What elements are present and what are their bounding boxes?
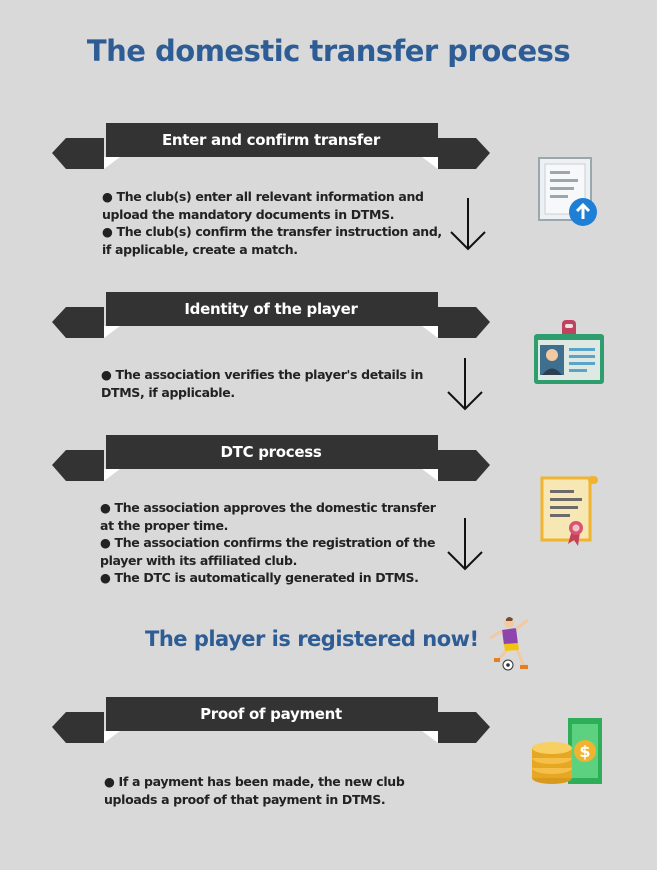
ribbon-shape [52, 435, 490, 481]
down-arrow-icon [447, 518, 483, 571]
bullet-item: ● If a payment has been made, the new cl… [104, 774, 405, 807]
bullet-item: ● The DTC is automatically generated in … [100, 570, 419, 585]
step-banner-enter-confirm: Enter and confirm transfer [52, 123, 490, 171]
step-banner-payment: Proof of payment [52, 697, 490, 745]
step-label: Identity of the player [184, 300, 358, 318]
ribbon-shape [52, 697, 490, 743]
id-badge-icon [534, 320, 604, 384]
down-arrow-icon [450, 198, 486, 251]
ribbon-shape [52, 292, 490, 338]
svg-text:$: $ [579, 742, 590, 761]
step-label: DTC process [220, 443, 322, 461]
certificate-icon [540, 476, 598, 546]
step-label: Enter and confirm transfer [161, 131, 381, 149]
step-banner-dtc: DTC process [52, 435, 490, 483]
step-label: Proof of payment [200, 705, 342, 723]
step-bullets: ● The association verifies the player's … [101, 366, 446, 401]
step-bullets: ● If a payment has been made, the new cl… [104, 773, 424, 808]
money-coins-icon: $ [532, 718, 602, 784]
document-upload-icon [538, 157, 597, 226]
step-bullets: ● The association approves the domestic … [100, 499, 445, 587]
page-title: The domestic transfer process [86, 34, 571, 68]
bullet-item: ● The club(s) confirm the transfer instr… [102, 224, 442, 257]
bullet-item: ● The club(s) enter all relevant informa… [102, 189, 424, 222]
step-bullets: ● The club(s) enter all relevant informa… [102, 188, 447, 258]
football-player-icon [489, 617, 529, 671]
down-arrow-icon [447, 358, 483, 411]
ribbon-shape [52, 123, 490, 169]
registered-message: The player is registered now! [145, 627, 479, 651]
bullet-item: ● The association confirms the registrat… [100, 535, 436, 568]
bullet-item: ● The association approves the domestic … [100, 500, 436, 533]
step-banner-identity: Identity of the player [52, 292, 490, 340]
bullet-item: ● The association verifies the player's … [101, 367, 423, 400]
